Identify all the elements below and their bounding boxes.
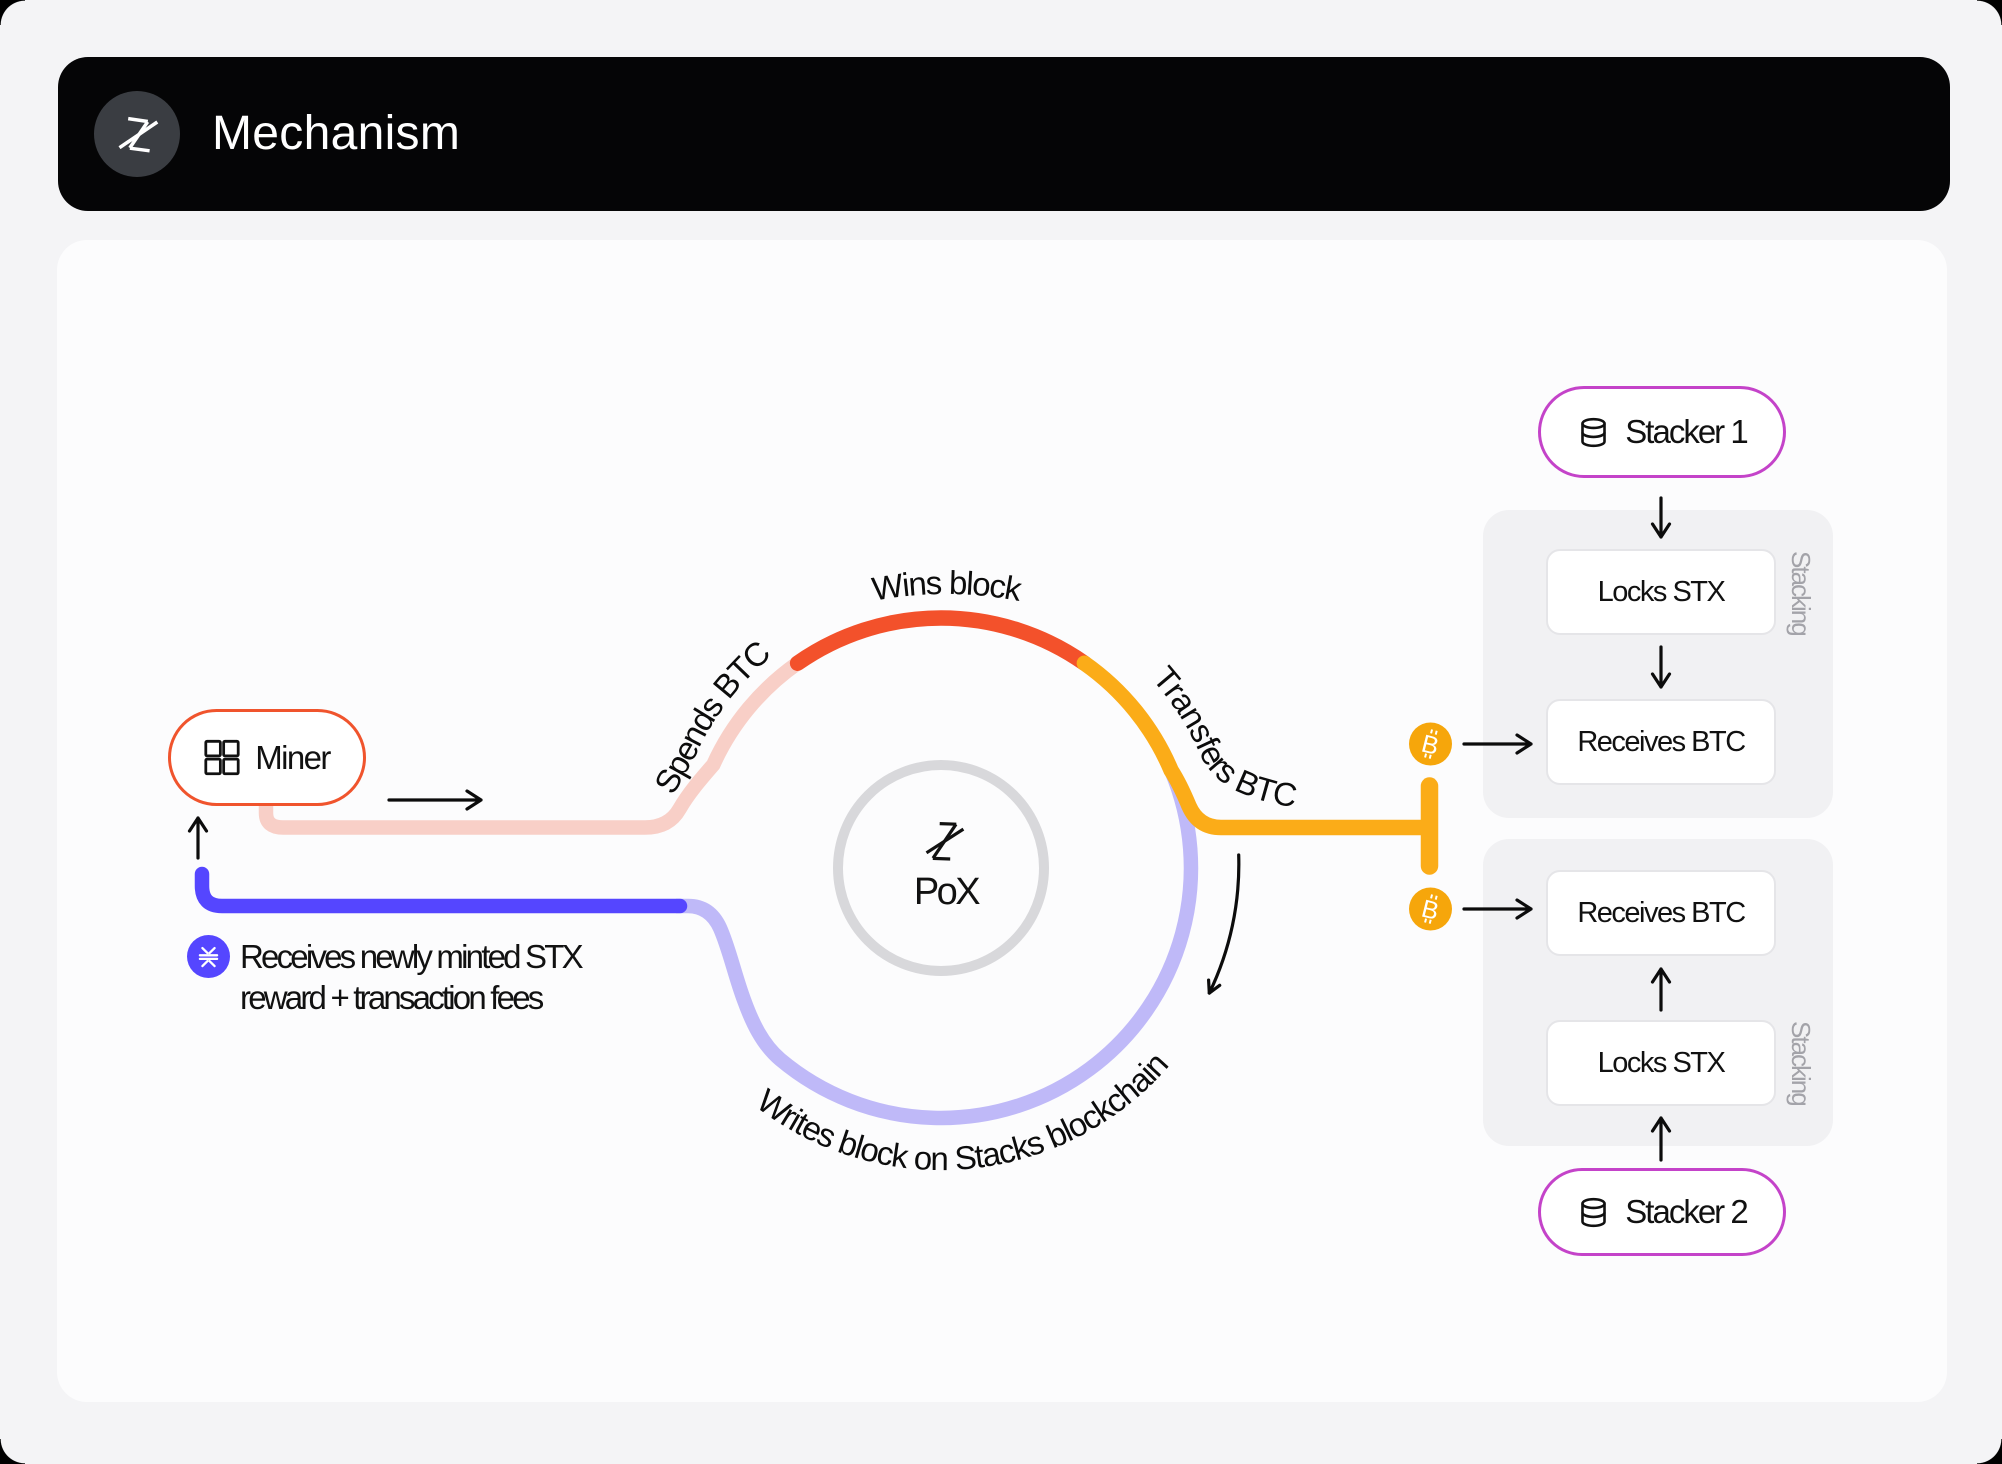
svg-text:PoX: PoX: [914, 871, 980, 913]
svg-text:B: B: [1419, 895, 1442, 926]
svg-text:Transfers BTC: Transfers BTC: [1146, 659, 1299, 814]
svg-text:Wins block: Wins block: [870, 564, 1025, 608]
svg-text:B: B: [1419, 730, 1442, 761]
